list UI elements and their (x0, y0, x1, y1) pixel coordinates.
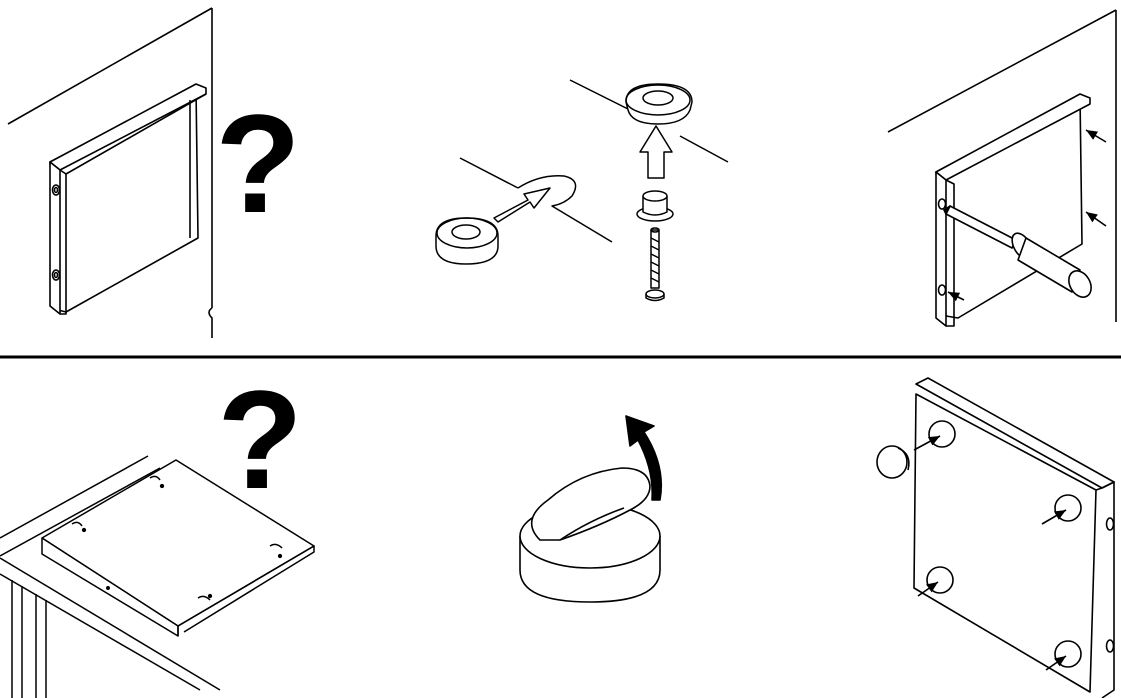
loose-pad (876, 445, 910, 479)
pad-placeholder-top-left (913, 420, 956, 451)
pad-placeholder-top-right (1041, 494, 1082, 525)
wall-corner-gap (208, 307, 213, 338)
slide-in-arrow (493, 187, 551, 223)
up-arrow (639, 125, 673, 179)
slot-cutout (517, 175, 613, 243)
surface-edge-line-3 (679, 135, 729, 163)
surface-edge-line-2 (569, 79, 631, 111)
panel-table-panel-question (0, 455, 315, 698)
pad-placeholder-bottom-right (1045, 640, 1082, 671)
bumper-pad-loose (435, 217, 499, 265)
pointer-arrow-top (1085, 129, 1107, 143)
bracket-screw-top (1105, 517, 1115, 531)
bracket-screw-bottom (1105, 639, 1115, 653)
bracket-screw-bottom (937, 284, 947, 296)
panel-peel-adhesive-pad (519, 415, 663, 603)
bumper-pad-mounted (625, 83, 693, 125)
peel-arrow (625, 415, 663, 501)
acoustic-panel (49, 83, 207, 315)
surface-edge-line (459, 157, 519, 189)
wall-edge-line (887, 9, 1117, 133)
bracket-screw-bottom (51, 269, 61, 281)
adhesive-pad (519, 467, 661, 603)
drill-bit (943, 205, 1092, 298)
panel-wall-panel-question (7, 7, 213, 338)
panel-bumper-screw-assembly (435, 79, 729, 302)
screw-washer (636, 190, 674, 222)
pad-placeholder-bottom-left (917, 566, 954, 597)
wall-edge-line (7, 7, 213, 125)
table (0, 455, 221, 698)
panel-wall-panel-drill (887, 9, 1117, 327)
bracket-screw-top (937, 198, 947, 210)
panel-apply-pads-back (876, 377, 1115, 698)
screw (645, 227, 665, 302)
acoustic-panel-back (913, 377, 1115, 698)
acoustic-panel-flat (41, 459, 315, 637)
pointer-arrow-bottom (1085, 211, 1107, 227)
question-mark-bottom: ? (217, 361, 303, 518)
question-mark-top: ? (215, 85, 301, 242)
pointer-arrow-screw (947, 291, 965, 302)
bracket-screw-top (51, 184, 61, 196)
